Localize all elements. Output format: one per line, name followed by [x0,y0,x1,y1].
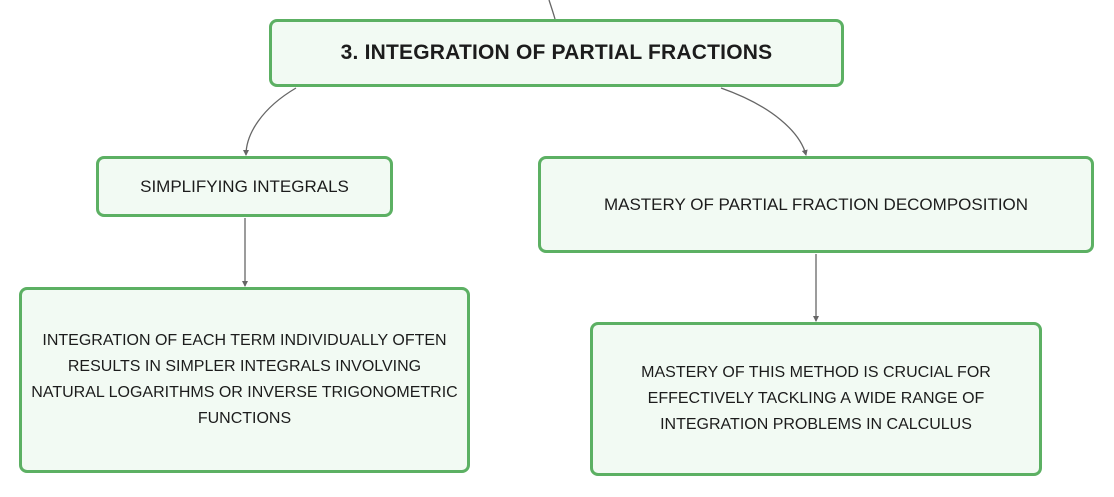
subtopic-node-mastery-decomposition[interactable]: MASTERY OF PARTIAL FRACTION DECOMPOSITIO… [538,156,1094,253]
detail-node-mastery-decomposition[interactable]: MASTERY OF THIS METHOD IS CRUCIAL FOR EF… [590,322,1042,476]
detail-node-simplifying-integrals[interactable]: INTEGRATION OF EACH TERM INDIVIDUALLY OF… [19,287,470,473]
connector-root-to-mastery [720,87,808,156]
connector-root-to-simplifying [243,87,297,156]
detail-text: MASTERY OF THIS METHOD IS CRUCIAL FOR EF… [641,364,991,433]
incoming-connector [548,0,556,20]
subtopic-label: SIMPLIFYING INTEGRALS [140,176,349,196]
root-topic-label: 3. INTEGRATION OF PARTIAL FRACTIONS [340,41,773,64]
subtopic-label: MASTERY OF PARTIAL FRACTION DECOMPOSITIO… [603,194,1029,214]
detail-text: INTEGRATION OF EACH TERM INDIVIDUALLY OF… [31,332,458,427]
subtopic-node-simplifying-integrals[interactable]: SIMPLIFYING INTEGRALS [96,156,393,217]
root-topic-node[interactable]: 3. INTEGRATION OF PARTIAL FRACTIONS [269,19,844,87]
